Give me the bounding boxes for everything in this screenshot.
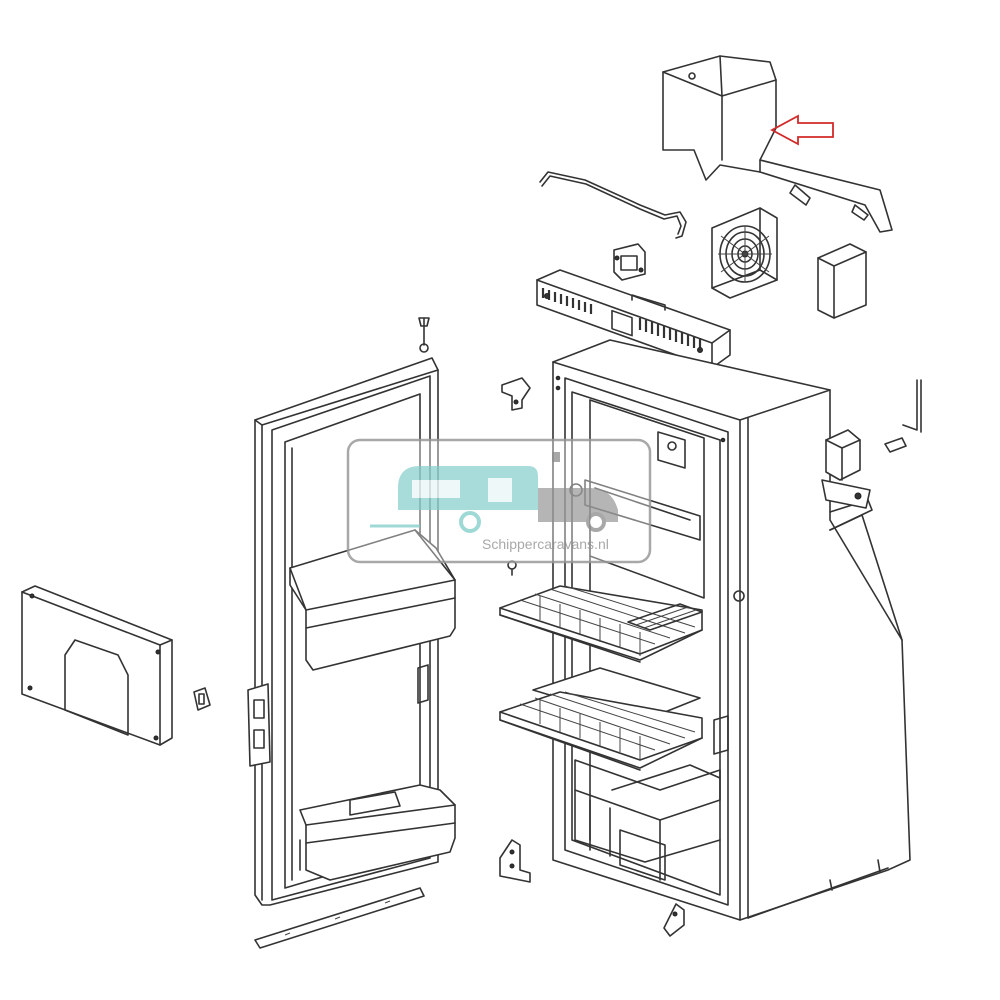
- mounting-bracket[interactable]: [613, 243, 646, 281]
- wire-shelf-lower[interactable]: [499, 691, 703, 771]
- watermark-text: Schippercaravans.nl: [482, 536, 609, 552]
- door-pin[interactable]: [418, 317, 430, 353]
- latch-clip[interactable]: [193, 687, 211, 711]
- watermark: Schippercaravans.nl: [346, 438, 652, 564]
- cable-harness[interactable]: [539, 171, 687, 239]
- hinge-screw[interactable]: [902, 379, 922, 433]
- small-connector[interactable]: [884, 437, 907, 453]
- left-arrow-icon: [770, 114, 834, 146]
- lower-hinge[interactable]: [499, 839, 531, 883]
- upper-hinge[interactable]: [501, 377, 531, 411]
- fridge-door[interactable]: [247, 357, 456, 906]
- control-panel[interactable]: [536, 269, 731, 369]
- fan-unit[interactable]: [711, 207, 778, 299]
- door-stop-bracket[interactable]: [663, 903, 685, 937]
- wire-shelf-upper[interactable]: [499, 585, 703, 663]
- control-box[interactable]: [817, 243, 867, 319]
- caravan-logo-icon: [370, 452, 618, 533]
- freezer-flap[interactable]: [21, 585, 173, 746]
- kick-plate-rail[interactable]: [254, 887, 425, 949]
- top-cover[interactable]: [662, 55, 893, 233]
